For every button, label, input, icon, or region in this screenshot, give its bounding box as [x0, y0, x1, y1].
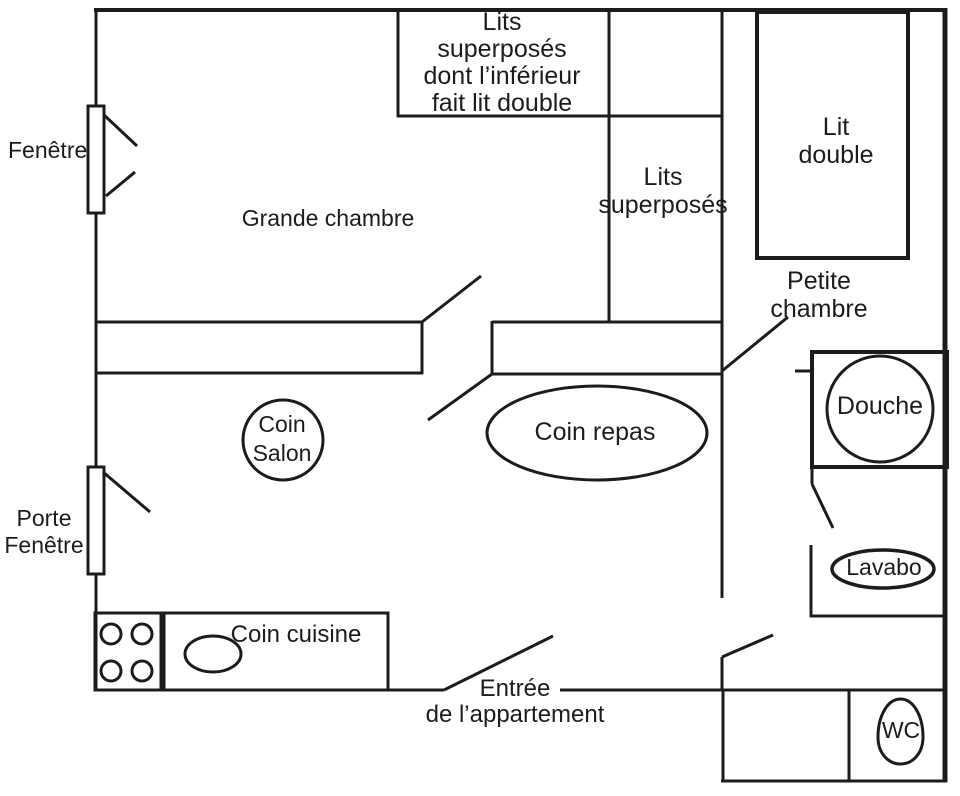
windows	[86, 104, 151, 576]
label-shower: Douche	[836, 392, 924, 420]
door-large-bedroom	[421, 274, 482, 324]
label-bunk-beds-right: Lits superposés	[598, 163, 728, 219]
label-double-bed: Lit double	[798, 113, 874, 169]
stove-burner	[130, 659, 154, 683]
door-small-bedroom	[721, 315, 789, 373]
french-door-frame	[86, 465, 106, 576]
label-dining-corner: Coin repas	[534, 418, 656, 446]
label-bunk-beds-top: Lits superposés dont l’inférieur fait li…	[423, 8, 581, 117]
window-casement-lower	[105, 170, 136, 198]
furniture	[93, 10, 949, 766]
living-corner-circle	[241, 398, 325, 482]
stove-burner	[130, 622, 154, 646]
label-french-door: Porte Fenêtre	[4, 505, 84, 558]
door-swings	[421, 274, 835, 692]
wc-bowl	[876, 697, 925, 766]
window-frame	[86, 104, 106, 215]
shower-circle	[825, 354, 935, 464]
french-door-swing	[102, 470, 151, 514]
interior-walls	[95, 8, 946, 691]
stove-box	[93, 611, 163, 692]
label-living-corner: Coin Salon	[252, 411, 312, 466]
label-window: Fenêtre	[8, 137, 88, 163]
door-wc-hall	[721, 633, 774, 659]
label-kitchen-corner: Coin cuisine	[230, 621, 362, 648]
dining-corner-ellipse	[485, 384, 709, 482]
kitchen-sink-ellipse	[183, 634, 243, 674]
label-sink: Lavabo	[846, 554, 922, 580]
double-bed-box	[755, 10, 910, 260]
label-small-bedroom: Petite chambre	[770, 267, 868, 323]
label-entrance: Entrée de l’appartement	[425, 675, 605, 728]
sink-ellipse	[830, 548, 936, 590]
window-casement-upper	[102, 113, 139, 148]
stove-burner	[99, 622, 123, 646]
door-shower-hall	[810, 483, 835, 529]
door-living-room	[427, 372, 493, 422]
stove-burner	[99, 659, 123, 683]
shower-box	[810, 350, 949, 469]
label-large-bedroom: Grande chambre	[241, 205, 415, 231]
kitchen-counter-box	[162, 611, 390, 692]
door-entrance	[443, 634, 554, 692]
label-wc: WC	[881, 717, 921, 743]
